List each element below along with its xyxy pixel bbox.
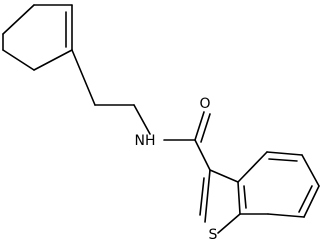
ring-bond <box>267 213 305 218</box>
ethyl-linker <box>71 49 151 135</box>
carbonyl-double-bond <box>200 113 211 143</box>
ring-bond <box>217 213 241 234</box>
ring-bond <box>209 169 239 183</box>
nitrogen-atom-label: NH <box>135 133 156 149</box>
ring-bond <box>2 49 35 71</box>
ring-bond <box>33 49 73 71</box>
ring-double-bond-inner <box>268 158 298 162</box>
ring-bond <box>2 4 35 35</box>
thiophene-ring <box>199 169 241 234</box>
chain-bond <box>133 104 151 135</box>
ring-double-bond-inner <box>298 185 313 213</box>
ring-bond <box>301 154 320 187</box>
ring-bond <box>303 185 320 218</box>
benzene-ring <box>237 151 320 218</box>
ring-double-bond-inner <box>199 177 205 216</box>
ring-bond <box>237 151 268 183</box>
ring-bond <box>204 169 211 223</box>
carbonyl-bond <box>194 111 205 141</box>
ring-bond <box>237 181 241 215</box>
cyclohexene-ring <box>2 4 73 71</box>
sulfur-atom-label: S <box>209 227 218 243</box>
amide-group <box>163 111 211 171</box>
ring-bond <box>266 151 303 156</box>
chain-bond <box>71 49 96 106</box>
ring-double-bond-inner <box>243 185 247 209</box>
aryl-amide-bond <box>194 139 211 171</box>
oxygen-atom-label: O <box>199 96 210 112</box>
